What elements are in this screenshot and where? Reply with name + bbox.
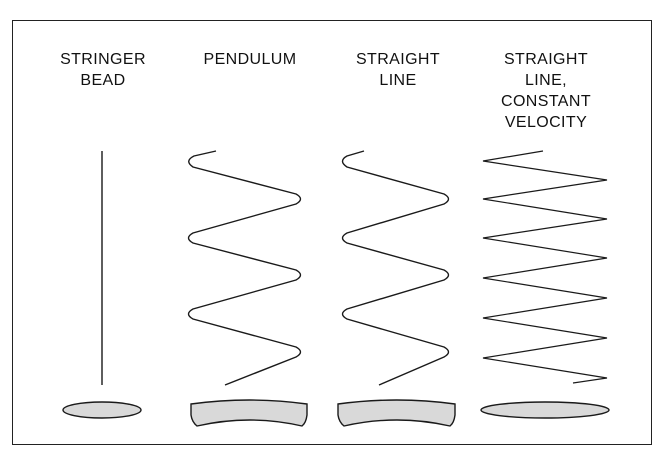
label-line: STRAIGHT bbox=[355, 51, 441, 68]
pendulum-weave-path bbox=[187, 150, 302, 386]
label-line: STRAIGHT bbox=[503, 51, 589, 68]
label-line: LINE bbox=[379, 72, 417, 89]
label-line: LINE, bbox=[524, 72, 568, 89]
label-stringer-bead: STRINGER BEAD bbox=[60, 49, 146, 91]
label-line: STRINGER bbox=[60, 51, 146, 68]
straight-line-bead-cross-section bbox=[337, 399, 456, 427]
label-line: BEAD bbox=[80, 72, 126, 89]
straight-line-weave-path bbox=[341, 150, 450, 386]
label-line: PENDULUM bbox=[203, 51, 297, 68]
constant-velocity-bead-cross-section bbox=[480, 401, 610, 419]
constant-velocity-weave-path bbox=[482, 150, 608, 384]
stringer-bead-cross-section bbox=[62, 401, 142, 419]
weave-patterns-svg bbox=[62, 150, 610, 427]
label-straight-line: STRAIGHT LINE bbox=[356, 49, 440, 91]
label-pendulum: PENDULUM bbox=[204, 49, 297, 70]
pendulum-bead-cross-section bbox=[190, 399, 308, 427]
diagram-frame: STRINGER BEAD PENDULUM STRAIGHT LINE STR… bbox=[12, 20, 652, 445]
label-straight-line-constant-velocity: STRAIGHT LINE, CONSTANT VELOCITY bbox=[501, 49, 591, 133]
label-line: VELOCITY bbox=[504, 114, 588, 131]
label-line: CONSTANT bbox=[500, 93, 592, 110]
